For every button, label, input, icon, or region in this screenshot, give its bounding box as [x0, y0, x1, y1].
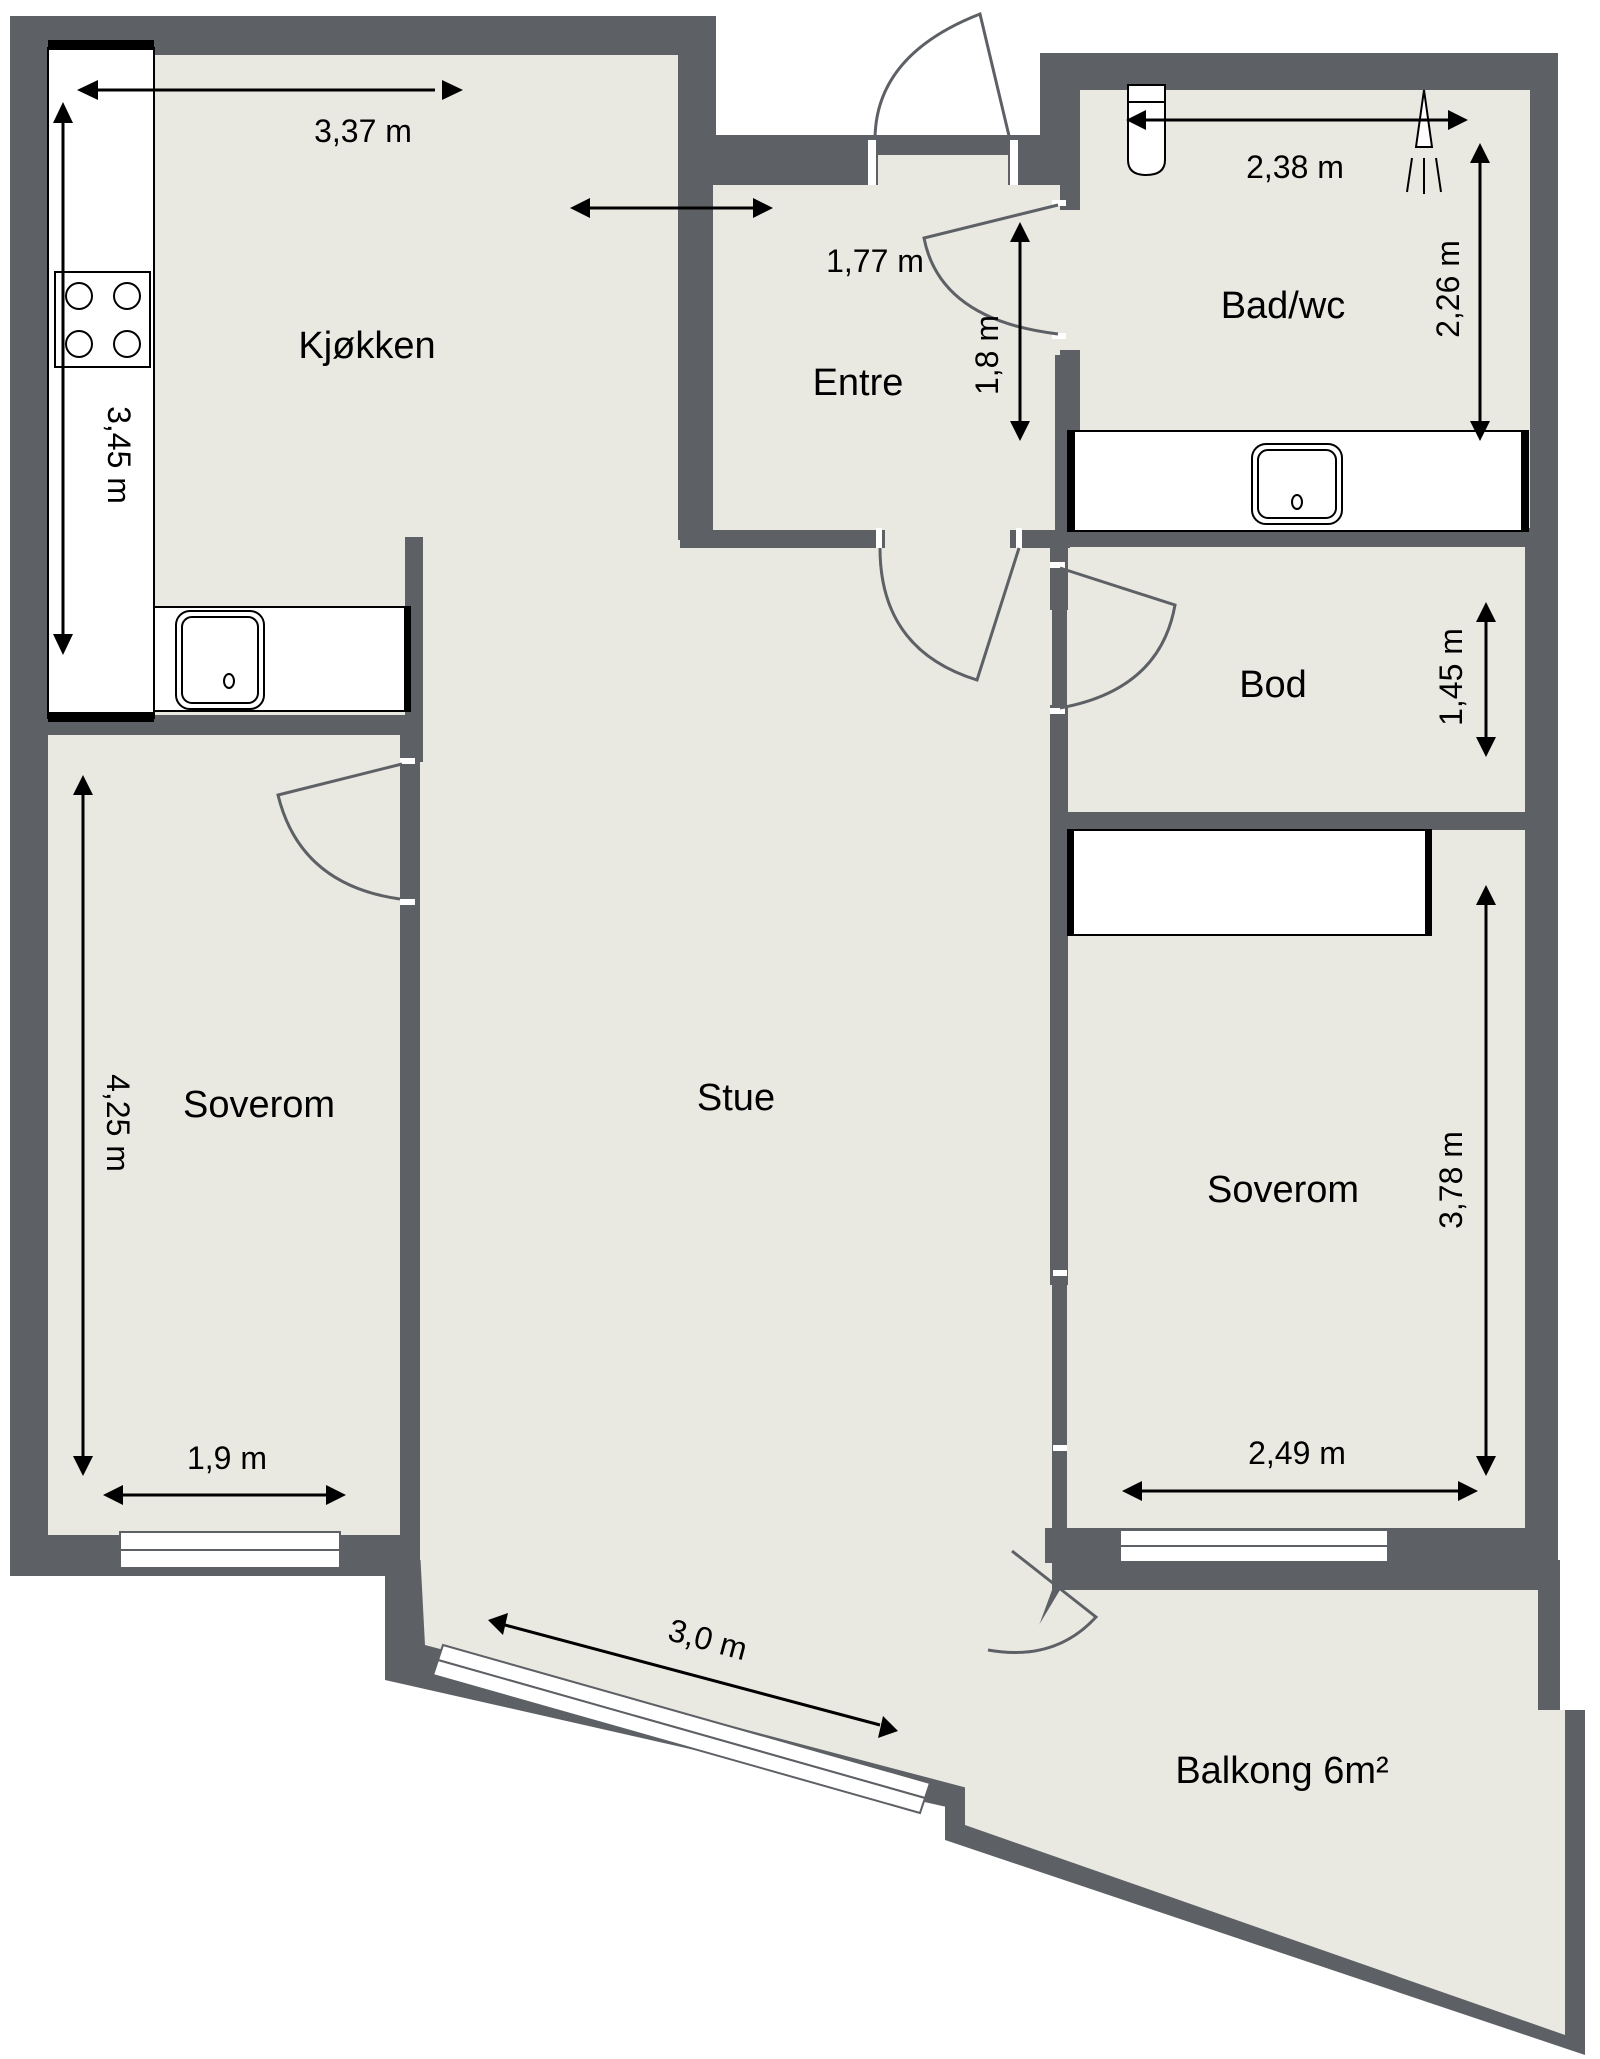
room-balkong-floor — [965, 1590, 1565, 2035]
wardrobe — [1067, 829, 1432, 936]
kitchen-sink-icon — [175, 610, 265, 710]
room-soverom-right-floor — [1067, 830, 1525, 1530]
floors — [48, 55, 1565, 2035]
room-bod-floor — [1067, 547, 1525, 812]
window-soverom-left — [119, 1531, 341, 1569]
room-label-soverom-right: Soverom — [1207, 1169, 1359, 1211]
bath-counter — [1067, 430, 1529, 532]
room-entre-floor — [698, 185, 1060, 540]
toilet-icon — [1127, 84, 1166, 177]
partitions — [48, 50, 1537, 1563]
dim-soverom-left-length: 4,25 m — [100, 1074, 136, 1172]
dim-bod-length: 1,45 m — [1433, 628, 1469, 726]
room-label-entre: Entre — [813, 362, 904, 404]
window-soverom-right — [1119, 1529, 1389, 1563]
doors — [276, 11, 1177, 1654]
kitchen-counter — [47, 47, 155, 719]
door-bod — [1050, 562, 1177, 714]
room-label-balkong: Balkong 6m² — [1175, 1750, 1388, 1792]
door-soverom-right — [1053, 1270, 1067, 1451]
room-label-badwc: Bad/wc — [1221, 285, 1346, 327]
room-labels: Kjøkken Entre Bad/wc Bod Soverom Stue So… — [183, 285, 1389, 1792]
door-soverom-left — [276, 758, 415, 905]
cooktop-icon — [54, 271, 151, 368]
door-bath — [922, 200, 1066, 339]
windows — [119, 1529, 1389, 1815]
dim-entre-width: 1,77 m — [826, 243, 924, 279]
dim-entre-length: 1,8 m — [969, 315, 1005, 395]
dimension-labels: 3,37 m 3,45 m 1,77 m 1,8 m 2,38 m 2,26 m… — [100, 113, 1469, 1667]
washbasin-icon — [1251, 443, 1343, 525]
dim-kjokken-length: 3,45 m — [101, 406, 137, 504]
door-entre-stue — [876, 528, 1022, 682]
room-soverom-left-floor — [48, 735, 400, 1535]
window-stue — [431, 1643, 932, 1815]
dim-soverom-right-length: 3,78 m — [1433, 1131, 1469, 1229]
dim-soverom-right-width: 2,49 m — [1248, 1435, 1346, 1471]
room-label-kjokken: Kjøkken — [298, 325, 435, 367]
room-label-stue: Stue — [697, 1077, 775, 1119]
door-balkong — [987, 1549, 1099, 1654]
dim-kjokken-width: 3,37 m — [314, 113, 412, 149]
room-label-bod: Bod — [1239, 664, 1307, 706]
room-label-soverom-left: Soverom — [183, 1084, 335, 1126]
fixtures — [47, 40, 1529, 936]
dim-soverom-left-width: 1,9 m — [187, 1440, 267, 1476]
dim-bad-length: 2,26 m — [1430, 240, 1466, 338]
dim-bad-width: 2,38 m — [1246, 149, 1344, 185]
dimension-lines — [53, 80, 1496, 1738]
kitchen-sink-counter — [153, 606, 411, 712]
room-stue-floor — [420, 540, 1052, 1560]
door-front — [868, 11, 1018, 185]
